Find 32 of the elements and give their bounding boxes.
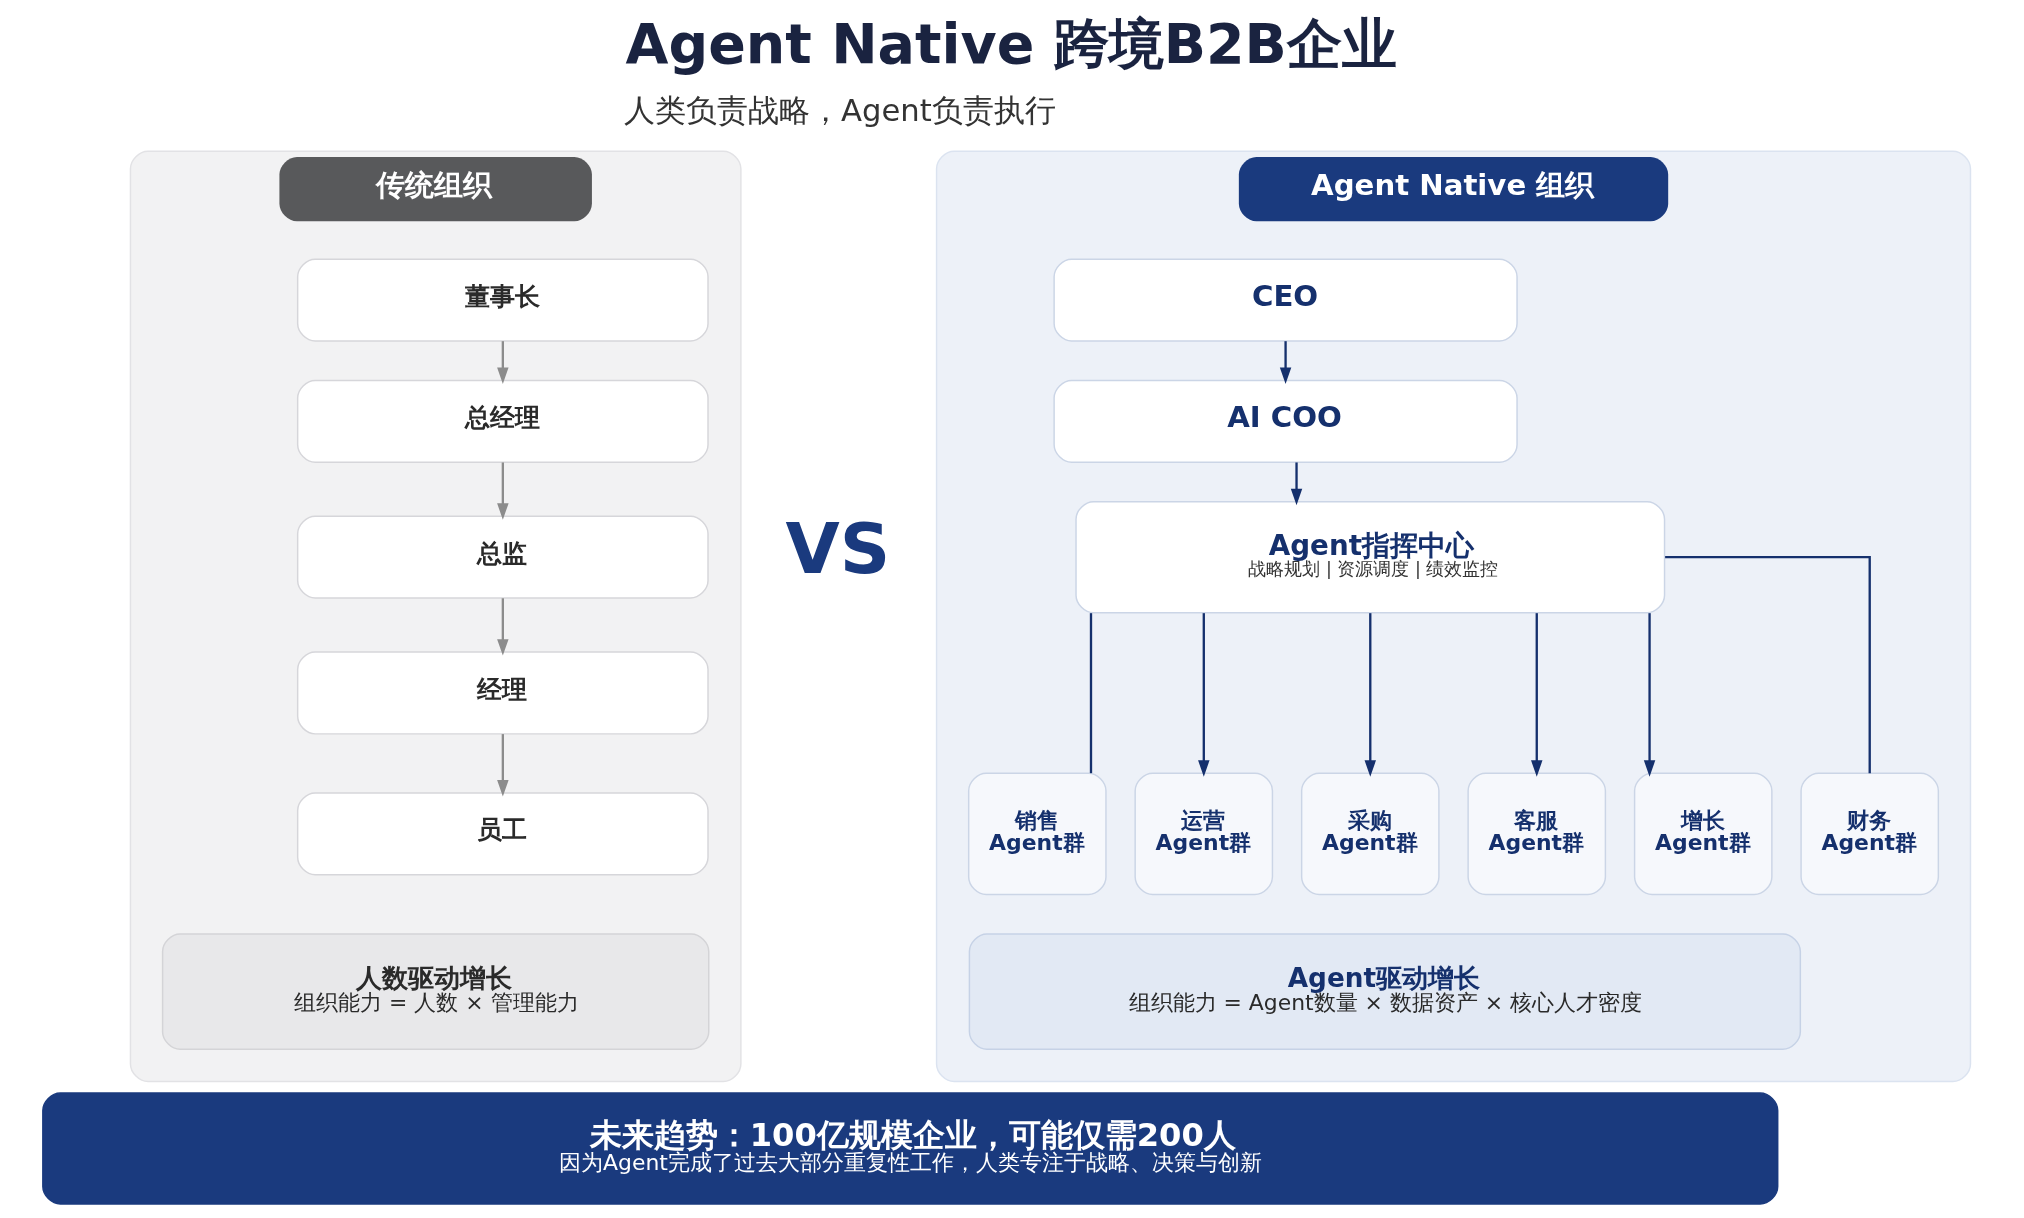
arrow — [1279, 341, 1291, 384]
node-box: 采购 Agent群 — [1300, 772, 1440, 896]
node-box: 总经理 — [296, 379, 709, 463]
node-box: 经理 — [296, 651, 709, 735]
connector — [1664, 556, 1871, 774]
node-box: 财务 Agent群 — [1799, 772, 1939, 896]
node-box: 未来趋势：100亿规模企业，可能仅需200人 因为Agent完成了过去大部分重复性工作，人类专注于战略、决策与创新 — [41, 1092, 1778, 1205]
node-box: 人数驱动增长 组织能力 = 人数 × 管理能力 — [161, 933, 709, 1050]
node-box: AI COO — [1052, 379, 1518, 463]
arrow — [496, 341, 509, 384]
node-box: 员工 — [296, 792, 709, 876]
node-box: 运营 Agent群 — [1133, 772, 1273, 896]
node-box: Agent驱动增长 组织能力 = Agent数量 × 数据资产 × 核心人才密度 — [968, 933, 1801, 1050]
arrow — [1290, 462, 1302, 506]
label: 人类负责战略，Agent负责执行 — [623, 92, 1056, 128]
node-box: 客服 Agent群 — [1466, 772, 1606, 896]
arrow — [1364, 613, 1376, 777]
node-box: Agent指挥中心 战略规划 | 资源调度 | 绩效监控 — [1074, 500, 1665, 614]
node-box: 总监 — [296, 515, 709, 599]
label: VS — [784, 508, 890, 591]
connector — [1089, 613, 1092, 774]
node-box: CEO — [1052, 258, 1518, 342]
arrow — [496, 598, 509, 656]
arrow — [496, 734, 509, 797]
node-box: 董事长 — [296, 258, 709, 342]
node-box: 增长 Agent群 — [1633, 772, 1773, 896]
arrow — [496, 462, 509, 520]
arrow — [1530, 613, 1542, 777]
node-box: 销售 Agent群 — [967, 772, 1107, 896]
diagram-title: Agent Native 跨境B2B企业 — [625, 10, 1397, 76]
arrow — [1197, 613, 1210, 777]
arrow — [1643, 613, 1655, 777]
